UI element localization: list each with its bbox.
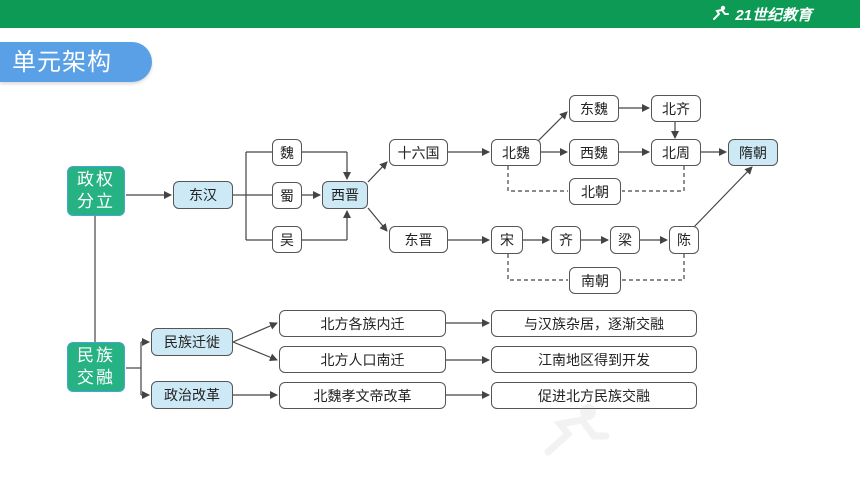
top-bar: [0, 0, 860, 28]
node-liang: 梁: [610, 226, 640, 254]
node-wei: 魏: [272, 139, 302, 166]
node-northern-wei: 北魏: [491, 139, 541, 166]
node-southern-dynasties: 南朝: [569, 267, 621, 294]
node-promote-fusion: 促进北方民族交融: [491, 382, 697, 409]
node-western-wei: 西魏: [569, 139, 619, 166]
node-sixteen-kingdoms: 十六国: [389, 139, 448, 166]
node-eastern-jin: 东晋: [389, 226, 448, 253]
node-qi: 齐: [551, 226, 581, 254]
node-ethnic-fusion: 民族交融: [67, 342, 125, 392]
node-mixed-with-han: 与汉族杂居，逐渐交融: [491, 310, 697, 337]
runner-icon: [711, 5, 730, 24]
node-shu: 蜀: [272, 182, 302, 209]
node-northern-peoples-inward: 北方各族内迁: [279, 310, 446, 337]
node-eastern-wei: 东魏: [569, 95, 619, 122]
node-migration: 民族迁徙: [151, 328, 233, 356]
watermark-logo: [540, 400, 840, 460]
section-title: 单元架构: [12, 48, 112, 76]
node-eastern-han: 东汉: [173, 181, 233, 209]
node-western-jin: 西晋: [322, 181, 368, 209]
node-political-reform: 政治改革: [151, 381, 233, 409]
node-regime-division: 政权分立: [67, 166, 125, 216]
node-chen: 陈: [669, 226, 699, 254]
node-sui-dynasty: 隋朝: [728, 139, 778, 166]
watermark-runner-icon: [544, 404, 610, 456]
node-northern-population-south: 北方人口南迁: [279, 346, 446, 373]
node-wu: 吴: [272, 226, 302, 253]
node-song: 宋: [491, 226, 523, 254]
node-northern-qi: 北齐: [651, 95, 701, 122]
logo-text: 21世纪教育: [735, 6, 812, 24]
node-northern-zhou: 北周: [651, 139, 701, 166]
node-xiaowen-reform: 北魏孝文帝改革: [279, 382, 446, 409]
node-jiangnan-developed: 江南地区得到开发: [491, 346, 697, 373]
section-title-bar: 单元架构: [0, 42, 152, 82]
node-northern-dynasties: 北朝: [569, 178, 621, 205]
brand-logo: 21世纪教育: [711, 5, 812, 24]
